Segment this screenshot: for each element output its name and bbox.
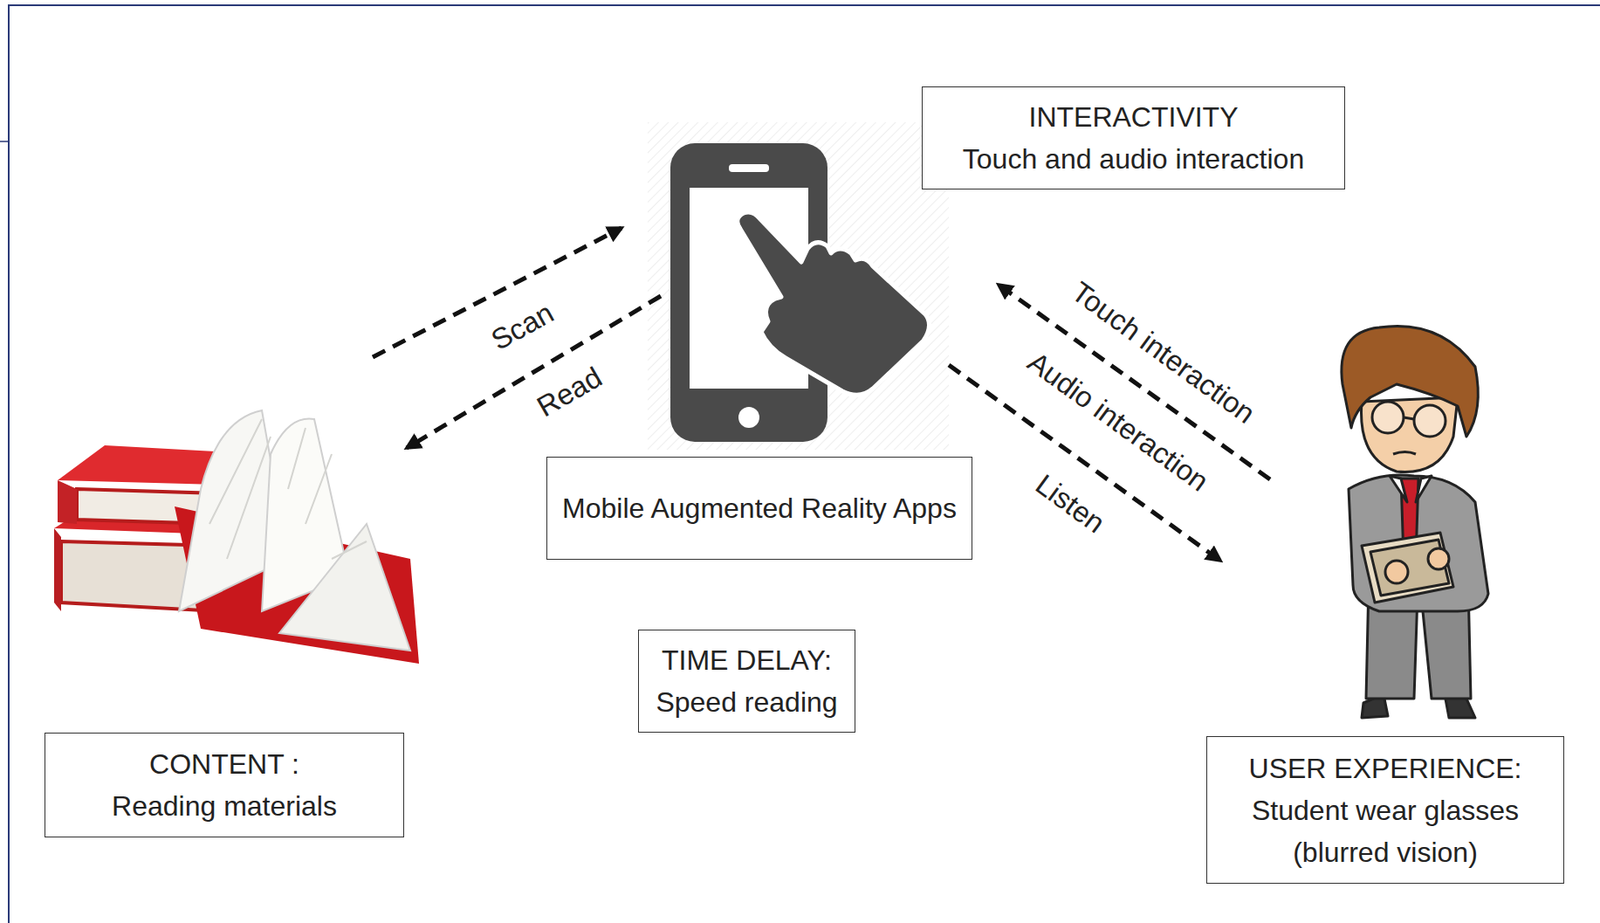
box-body: Reading materials bbox=[111, 784, 337, 827]
box-heading: CONTENT : bbox=[149, 742, 300, 785]
text-box: CONTENT :Reading materials bbox=[44, 732, 405, 838]
box-body: Touch and audio interaction bbox=[962, 137, 1305, 180]
text-box: USER EXPERIENCE:Student wear glasses (bl… bbox=[1206, 735, 1565, 884]
frame-tick bbox=[0, 140, 9, 143]
text-box: Mobile Augmented Reality Apps bbox=[546, 456, 973, 560]
box-heading: Mobile Augmented Reality Apps bbox=[562, 487, 957, 529]
phone-icon bbox=[647, 122, 949, 450]
box-heading: TIME DELAY: bbox=[661, 638, 832, 681]
box-heading: INTERACTIVITY bbox=[1028, 96, 1238, 138]
arrow-label: Scan bbox=[486, 295, 560, 358]
text-box: TIME DELAY:Speed reading bbox=[638, 629, 856, 733]
arrow-label: Listen bbox=[1029, 467, 1112, 541]
books-illustration bbox=[54, 410, 419, 664]
box-body: Student wear glasses (blurred vision) bbox=[1228, 789, 1543, 873]
student-illustration bbox=[1341, 325, 1489, 718]
box-body: Speed reading bbox=[655, 680, 838, 723]
arrow-label: Read bbox=[531, 360, 608, 424]
text-box: INTERACTIVITYTouch and audio interaction bbox=[921, 86, 1346, 190]
frame bbox=[8, 5, 1600, 923]
dashed-arrows bbox=[372, 227, 1271, 561]
box-heading: USER EXPERIENCE: bbox=[1249, 747, 1523, 790]
